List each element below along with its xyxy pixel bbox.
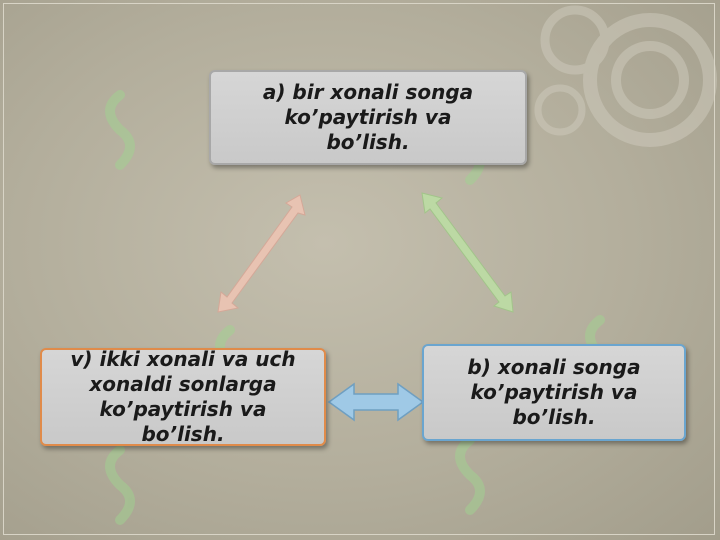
swirl-decoration <box>534 5 717 147</box>
arrow-v-b <box>327 382 425 422</box>
arrow-a-b <box>421 192 514 313</box>
arrow-a-v <box>217 194 306 313</box>
node-a-label: a) bir xonali songa ko’paytirish va bo’l… <box>262 80 474 154</box>
node-b: b) xonali songa ko’paytirish va bo’lish. <box>422 344 686 441</box>
node-a: a) bir xonali songa ko’paytirish va bo’l… <box>209 70 527 165</box>
node-b-label: b) xonali songa ko’paytirish va bo’lish. <box>467 355 641 429</box>
node-v: v) ikki xonali va uch xonaldi sonlarga k… <box>40 347 326 446</box>
node-v-label: v) ikki xonali va uch xonaldi sonlarga k… <box>70 347 296 446</box>
